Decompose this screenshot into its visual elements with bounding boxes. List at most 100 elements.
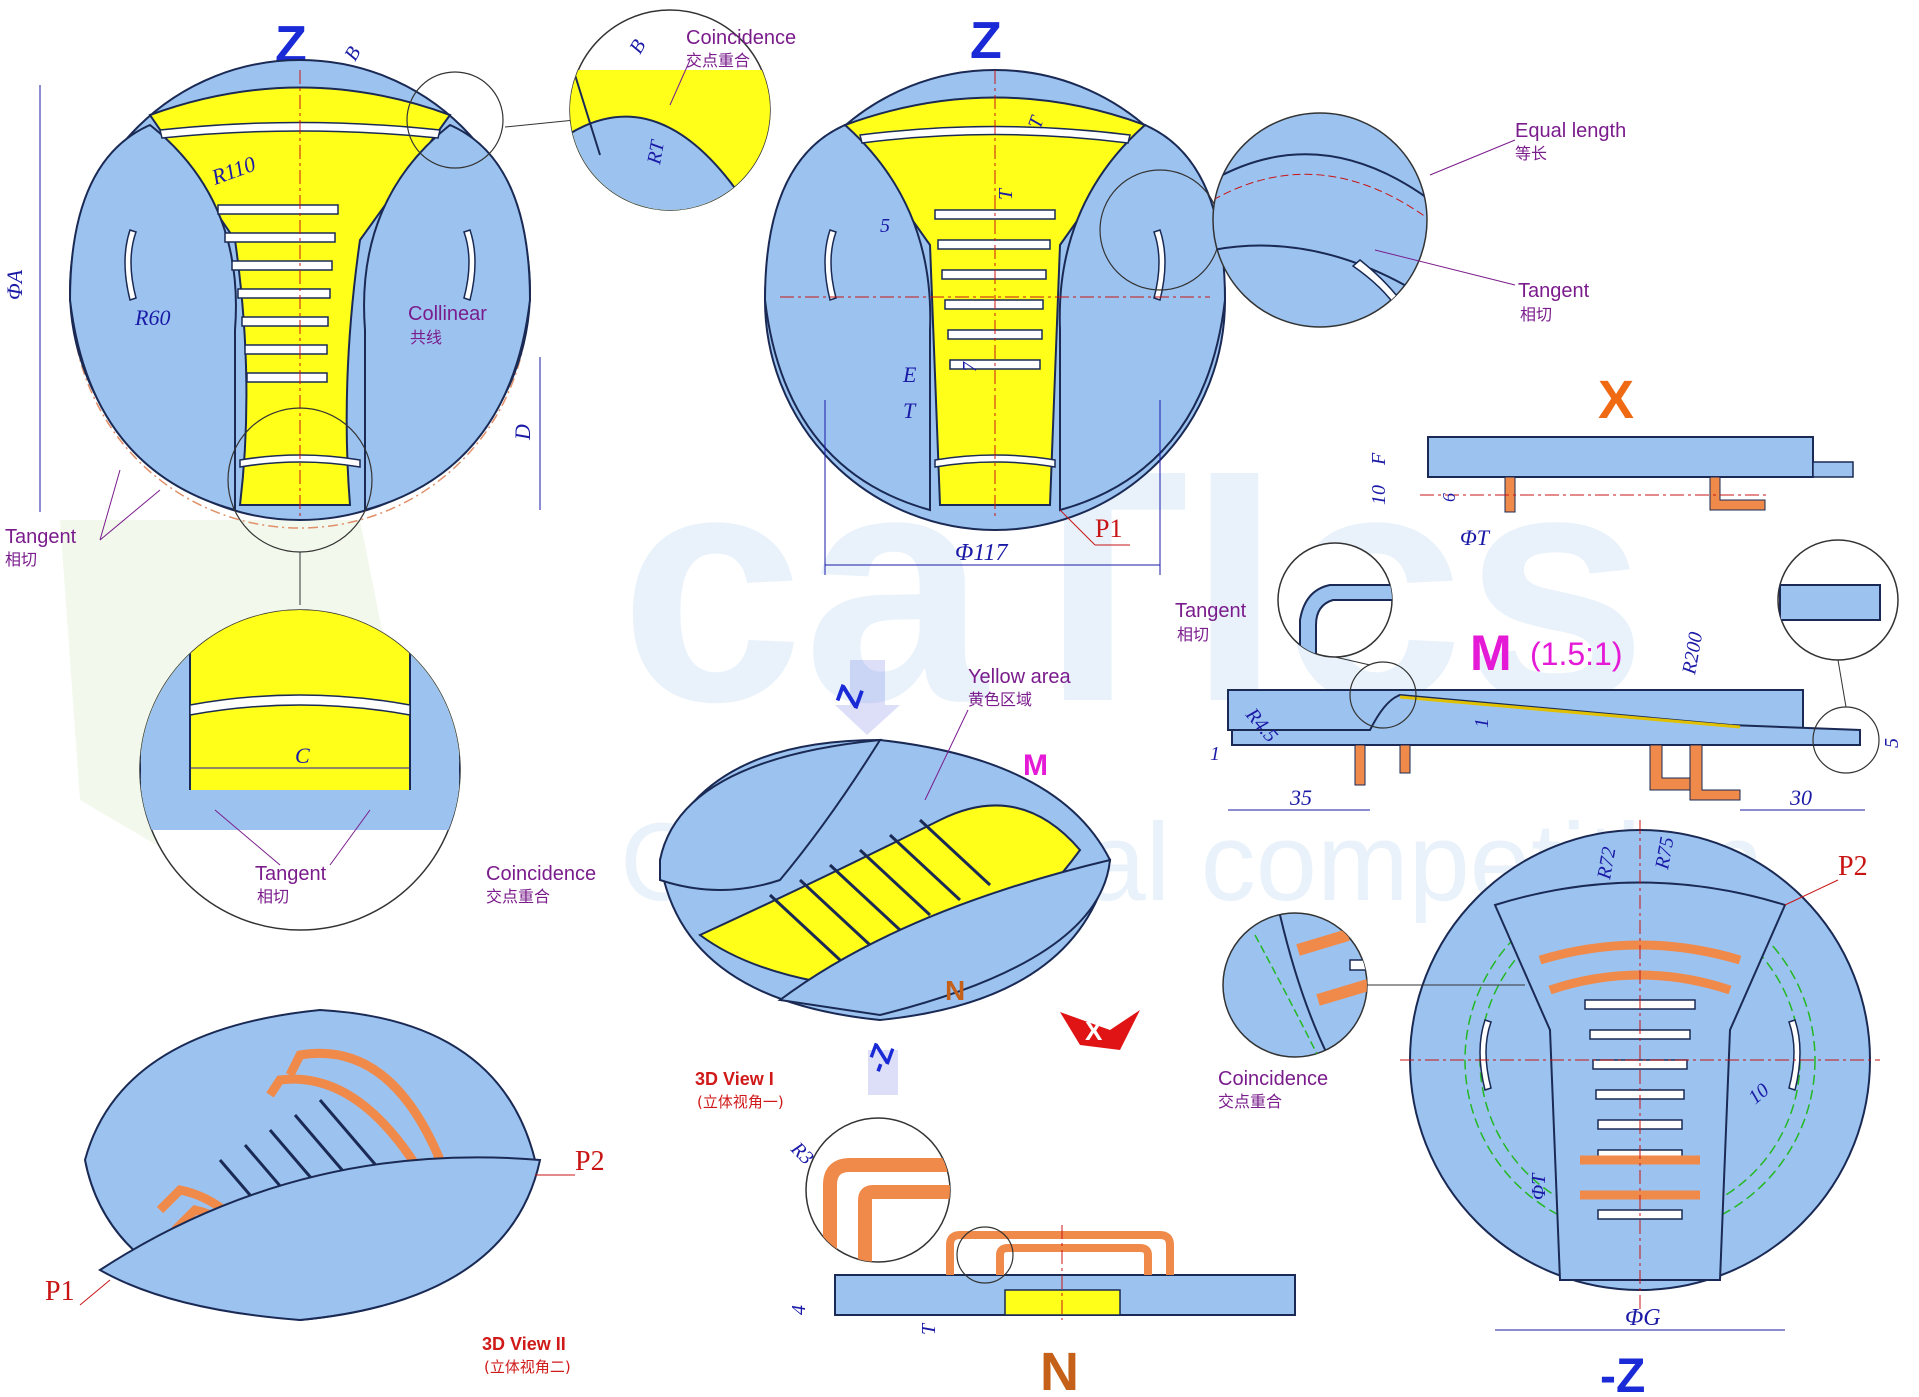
edge-line [574,74,601,156]
view-title-m: M [1470,625,1512,681]
side-plate [1427,436,1814,478]
view-m: M (1.5:1) R4.5 R200 1 1 1 5 35 30 Tangen… [1175,539,1903,811]
dashed-circle [1254,934,1321,1057]
dim-1: 1 [1210,743,1220,765]
arrow-x-icon [1060,1010,1140,1050]
iso-petal [777,858,1112,1017]
iso-slot [318,1099,382,1171]
dim-dia-g: ΦG [1625,1305,1661,1331]
callout-tangent: Tangent [5,526,77,548]
slot [937,239,1051,250]
dim-dia-a: ΦA [2,269,27,300]
dim-5: 5 [1881,738,1903,748]
leader-line [99,469,121,541]
wire-p2 [266,1074,429,1183]
slot [231,260,333,271]
slot [241,316,329,327]
callout-yellow-area-zh: 黄色区域 [968,690,1032,709]
view-title-z: Z [970,12,1002,70]
arc-slot [189,694,411,716]
detail-leader [1334,656,1371,666]
arrow-z-icon [835,660,900,735]
wire-bend [1709,476,1766,511]
petal-slot-left [1479,1019,1492,1091]
caption-3d-view-2-zh: (立体视角二) [484,1358,571,1376]
dim-30: 30 [1789,785,1812,810]
dim-c: C [295,743,310,768]
leader-line [99,489,161,541]
view-title-x: X [1598,370,1634,430]
view-3d-2: P2 P1 3D View II (立体视角二) [45,1008,605,1376]
callout-yellow-area: Yellow area [968,666,1072,688]
yellow-area [140,610,460,810]
petal-slot-left [824,229,837,301]
right-wall [409,639,460,816]
callout-collinear: Collinear [408,303,487,325]
dim-e: E [902,362,917,387]
view-3d-1: Z -Z M N X Yellow area 黄色区域 3D View I (立… [658,660,1140,1111]
iso-petal [98,1156,542,1322]
slot [217,204,339,215]
tangent-profile [1299,584,1392,657]
detail-c: C Tangent 相切 Coincidence 交点重合 [139,609,596,931]
callout-equal-length: Equal length [1515,120,1626,142]
iso-slot [828,863,902,932]
dim-t: T [903,398,917,423]
centerline [1213,173,1427,221]
dim-10: 10 [1368,485,1390,505]
caption-3d-view-1: 3D View I [695,1069,774,1089]
iso-slot [768,893,842,962]
petal-slot [1351,259,1421,327]
iso-slots [768,818,992,962]
arrow-neg-z-icon [868,1050,898,1095]
callout-tangent-zh: 相切 [1520,305,1552,324]
view-neg-z: R72 R75 10 ΦT ΦG P2 -Z Coincidence 交点重合 [1218,820,1880,1397]
view-title-n: N [1040,1342,1079,1397]
view-x: X F 10 6 ΦT [1368,370,1854,550]
dim-t: T [995,187,1017,200]
detail-marker-circle [1349,661,1417,729]
leader-line [329,809,371,866]
edge-line [1279,914,1331,1057]
slot [244,344,328,355]
iso-axis-m: M [1023,749,1048,782]
detail-rt: B RT Coincidence 交点重合 [569,9,796,211]
arc-slot [859,125,1131,144]
wire-leg [1354,744,1366,786]
caption-3d-view-1-zh: (立体视角一) [697,1093,784,1111]
callout-equal-length-zh: 等长 [1515,144,1547,163]
petal-slot-right [463,229,476,301]
label-p1: P1 [1095,514,1122,543]
iso-slot [858,848,932,917]
callout-coincidence-zh: 交点重合 [1218,1092,1282,1111]
petal-slot-left [124,229,137,301]
dim-7: 7 [959,361,981,372]
iso-petal [659,738,882,891]
iso-slot [798,878,872,947]
detail-marker-circle [406,71,504,169]
callout-tangent: Tangent [1518,280,1590,302]
view-n: R3 4 T N [786,1117,1296,1397]
view-scale: (1.5:1) [1530,636,1622,672]
tab [1812,461,1854,478]
left-petal [763,123,932,512]
iso-axis-x: X [1085,1016,1103,1046]
lower-band [140,790,460,830]
dim-b: B [340,43,365,65]
petal-slot-right [1153,229,1166,301]
slot [941,269,1047,280]
label-p2: P2 [575,1146,605,1177]
detail-leader [1837,659,1847,708]
slot [944,299,1044,310]
view-z-top-left: Z ΦA D R110 R60 [2,16,576,605]
dim-dia117: Φ117 [955,540,1008,566]
wire-detail [823,1158,950,1262]
caption-3d-view-2: 3D View II [482,1334,566,1354]
detail-leader [504,119,576,128]
callout-tangent-zh: 相切 [5,550,37,569]
iso-axis-n: N [945,975,965,1006]
callout-tangent-zh: 相切 [257,887,289,906]
dim-4: 4 [788,1305,810,1315]
dim-1: 1 [1471,718,1493,728]
